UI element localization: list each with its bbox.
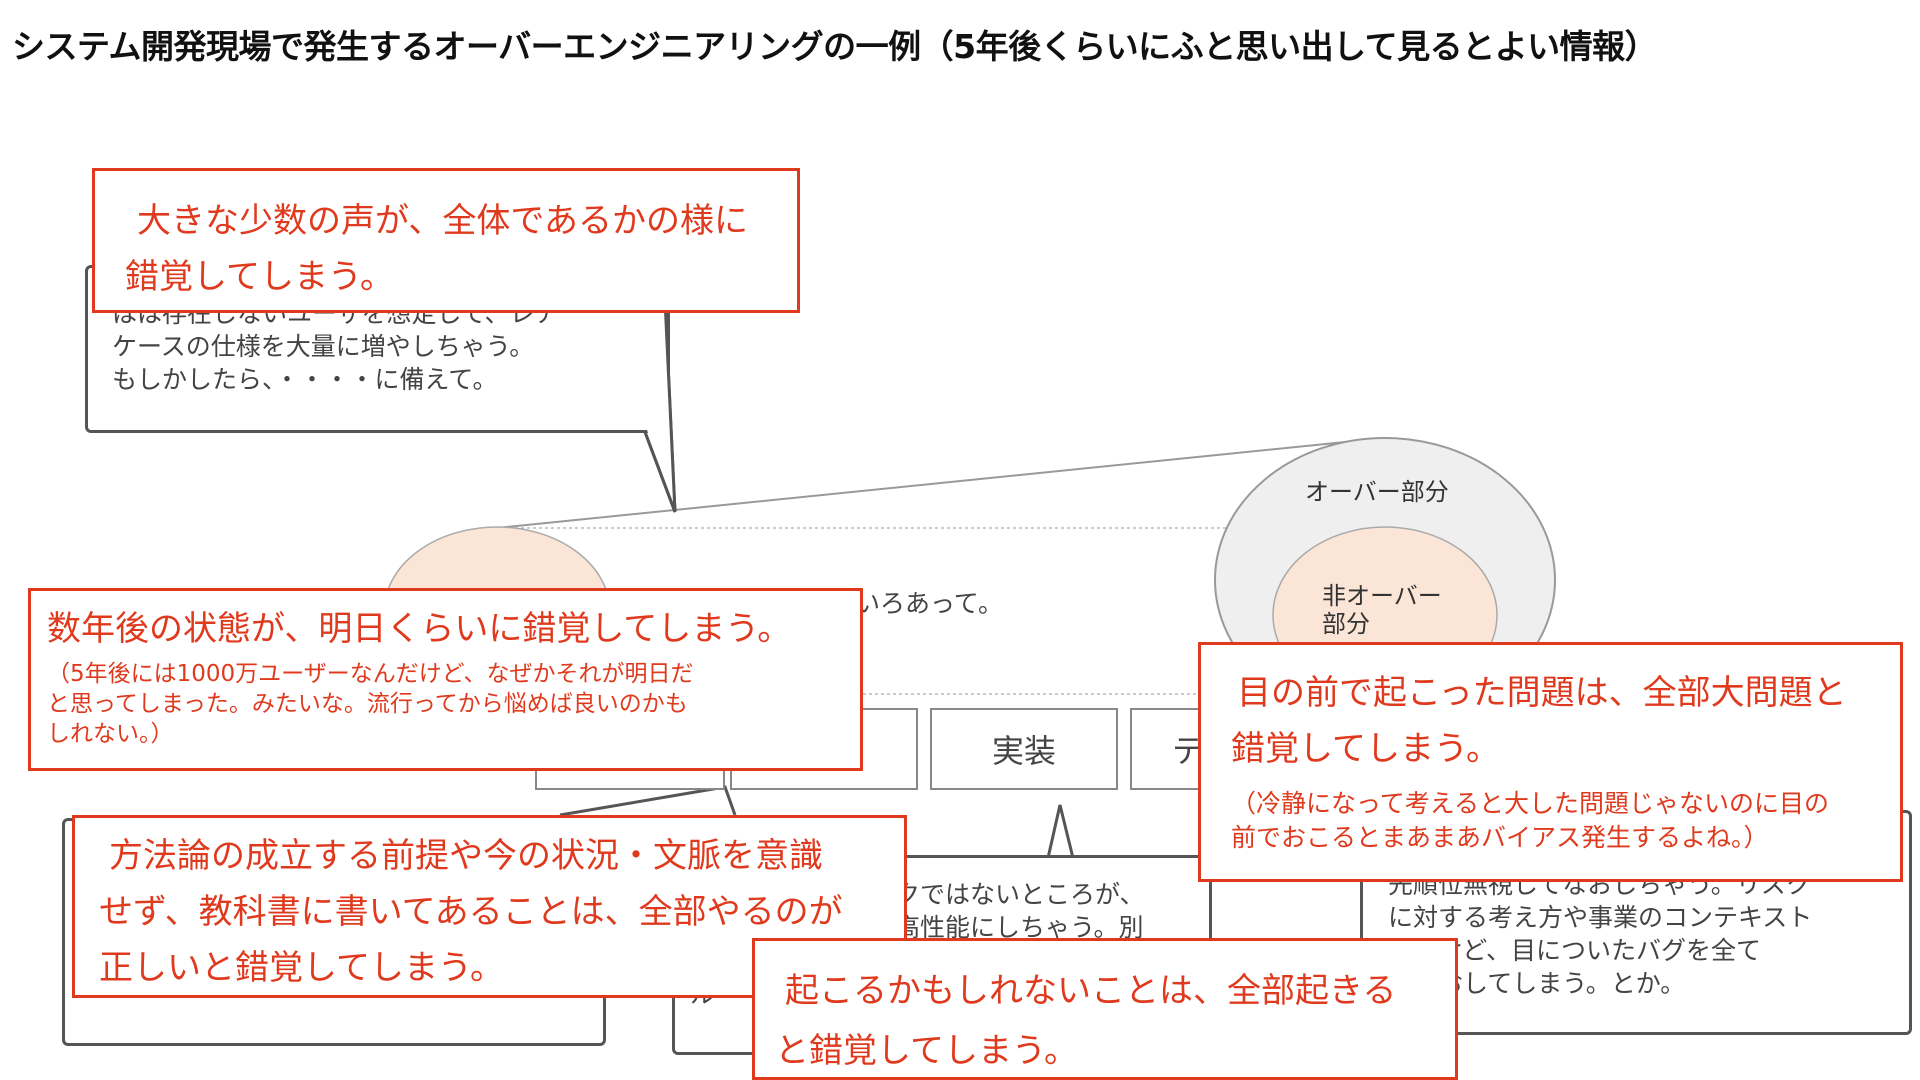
callout-immediate-problem: 目の前で起こった問題は、全部大問題と 錯覚してしまう。 （冷静になって考えると大… <box>1198 642 1903 882</box>
callout-future-state-text: 数年後の状態が、明日くらいに錯覚してしまう。 <box>47 609 792 649</box>
note-text-bottom-right: 先順位無視してなおしちゃう。リスク に対する考え方や事業のコンテキスト よるけど… <box>1388 870 1813 998</box>
projection-line-top <box>496 437 1386 529</box>
phase-box-implementation: 実装 <box>930 708 1118 790</box>
callout-future-state-note: （5年後には1000万ユーザーなんだけど、なぜかそれが明日だ と思ってしまった。… <box>47 661 694 747</box>
note-text-bottom-middle: クではないところが、 高性能にしちゃう。別 <box>895 880 1145 942</box>
page-title: システム開発現場で発生するオーバーエンジニアリングの一例（5年後くらいにふと思い… <box>12 27 1658 66</box>
speech-pointer-implementation <box>1046 804 1075 859</box>
callout-methodology-text: 方法論の成立する前提や今の状況・文脈を意識 せず、教科書に書いてあることは、全部… <box>99 836 843 988</box>
callout-immediate-problem-note: （冷静になって考えると大した問題じゃないのに目の 前でおこるとまあまあバイアス発… <box>1231 789 1830 852</box>
callout-everything-happens: 起こるかもしれないことは、全部起きる と錯覚してしまう。 <box>752 938 1458 1080</box>
note-text-middle: いろあって。 <box>855 589 1004 618</box>
speech-pointer-bottom-left <box>559 785 737 817</box>
callout-everything-happens-text: 起こるかもしれないことは、全部起きる と錯覚してしまう。 <box>775 971 1397 1071</box>
inner-circle-label: 非オーバー 部分 <box>1322 582 1442 638</box>
callout-future-state: 数年後の状態が、明日くらいに錯覚してしまう。 （5年後には1000万ユーザーなん… <box>28 588 863 771</box>
outer-circle-label: オーバー部分 <box>1305 478 1449 506</box>
callout-majority-voice-text: 大きな少数の声が、全体であるかの様に 錯覚してしまう。 <box>125 201 748 297</box>
callout-majority-voice: 大きな少数の声が、全体であるかの様に 錯覚してしまう。 <box>92 168 800 313</box>
callout-immediate-problem-text: 目の前で起こった問題は、全部大問題と 錯覚してしまう。 <box>1231 673 1847 769</box>
